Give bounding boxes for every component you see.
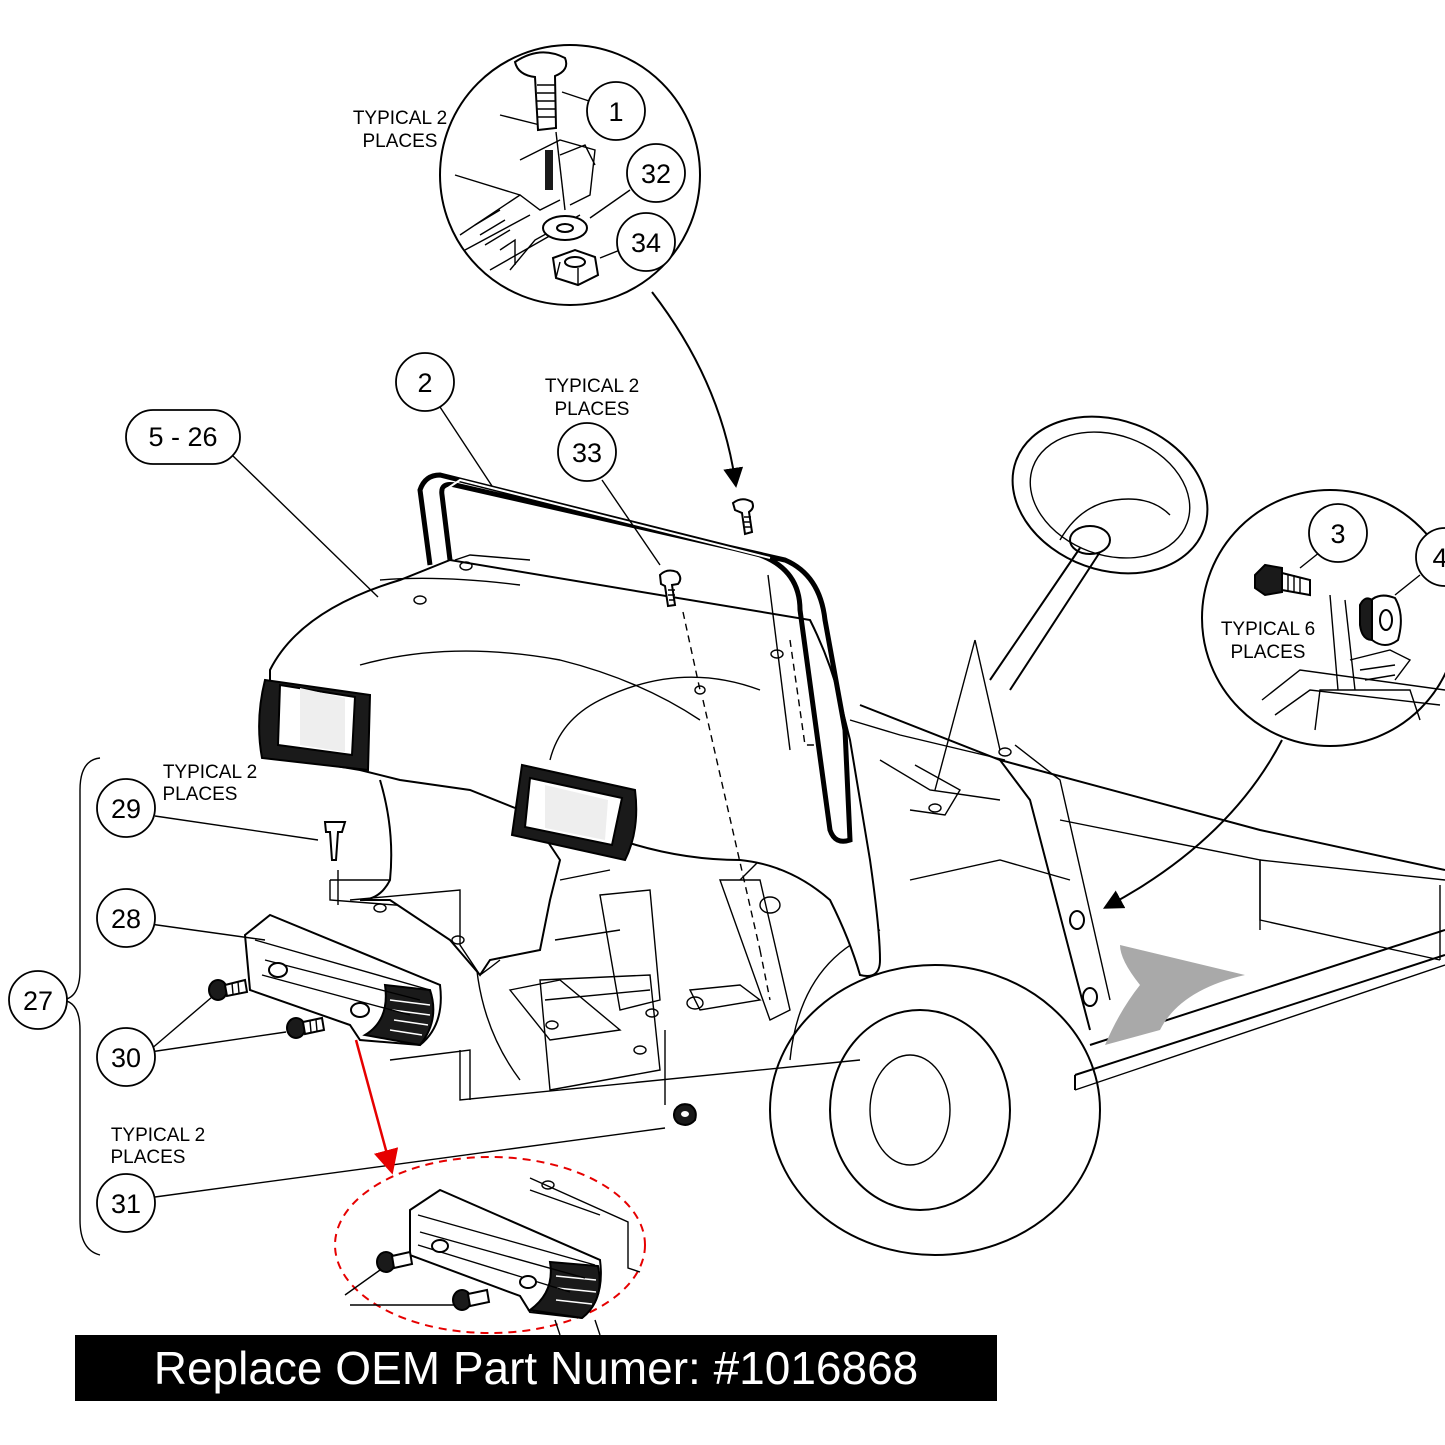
- svg-text:TYPICAL 6: TYPICAL 6: [1221, 619, 1315, 640]
- replacement-arrow: [354, 1039, 399, 1175]
- note-typical6: TYPICAL 6 PLACES: [1221, 619, 1315, 663]
- steering-column: [989, 547, 1101, 691]
- svg-text:TYPICAL 2: TYPICAL 2: [163, 762, 257, 783]
- screw-30-lower: [286, 1016, 326, 1039]
- svg-text:PLACES: PLACES: [1231, 642, 1306, 663]
- replacement-detail: [334, 1156, 646, 1336]
- callout-34: 34: [616, 212, 676, 272]
- callout-5-26: 5 - 26: [125, 409, 241, 465]
- bumper-assembly: [243, 913, 442, 1047]
- svg-text:TYPICAL 2: TYPICAL 2: [545, 376, 639, 397]
- svg-text:4: 4: [1432, 543, 1445, 573]
- part-number-banner: Replace OEM Part Numer: #1016868: [75, 1335, 997, 1401]
- steering-wheel: [1011, 415, 1209, 575]
- callout-1: 1: [586, 81, 646, 141]
- callout-33: 33: [557, 422, 617, 482]
- callout-28: 28: [96, 888, 156, 948]
- bolt-33: [658, 569, 771, 1001]
- bolt-1-installed: [731, 498, 820, 751]
- callout-32: 32: [626, 143, 686, 203]
- note-typical2-31: TYPICAL 2 PLACES: [111, 1125, 206, 1168]
- svg-text:3: 3: [1330, 519, 1345, 549]
- svg-text:27: 27: [23, 986, 53, 1016]
- callout-27: 27: [8, 970, 68, 1030]
- detail-circle-right: [1201, 489, 1445, 747]
- front-wheel: [769, 964, 1101, 1256]
- svg-text:33: 33: [572, 438, 602, 468]
- svg-text:32: 32: [641, 159, 671, 189]
- callout-3: 3: [1308, 503, 1368, 563]
- detail-arrow-right: [1102, 739, 1283, 909]
- detail-arrow-top: [651, 291, 744, 488]
- svg-text:5 - 26: 5 - 26: [148, 422, 217, 452]
- svg-text:31: 31: [111, 1189, 141, 1219]
- note-typical2-top: TYPICAL 2 PLACES: [353, 108, 447, 152]
- callout-4: 4: [1415, 527, 1445, 587]
- svg-text:PLACES: PLACES: [363, 131, 438, 152]
- svg-text:29: 29: [111, 794, 141, 824]
- note-typical2-33: TYPICAL 2 PLACES: [545, 376, 639, 420]
- callout-30: 30: [96, 1027, 156, 1087]
- svg-text:34: 34: [631, 228, 661, 258]
- svg-text:PLACES: PLACES: [163, 784, 238, 805]
- svg-text:30: 30: [111, 1043, 141, 1073]
- svg-text:28: 28: [111, 904, 141, 934]
- rivet-29: [323, 821, 347, 905]
- svg-text:PLACES: PLACES: [111, 1147, 186, 1168]
- cart-body: [329, 415, 1445, 1256]
- svg-text:TYPICAL 2: TYPICAL 2: [353, 108, 447, 129]
- svg-text:PLACES: PLACES: [555, 399, 630, 420]
- svg-text:2: 2: [417, 368, 432, 398]
- callout-29: 29: [96, 778, 156, 838]
- floor-mat: [1105, 945, 1245, 1045]
- screw-30-upper: [208, 978, 249, 1001]
- seat-base: [1059, 819, 1441, 961]
- callout-31: 31: [96, 1173, 156, 1233]
- callout-2: 2: [395, 352, 455, 412]
- svg-text:1: 1: [608, 97, 623, 127]
- svg-text:TYPICAL 2: TYPICAL 2: [111, 1125, 205, 1146]
- note-typical2-29: TYPICAL 2 PLACES: [163, 762, 258, 805]
- front-brace: [417, 472, 853, 844]
- front-cowl: [258, 554, 882, 977]
- nut-31: [664, 1030, 697, 1126]
